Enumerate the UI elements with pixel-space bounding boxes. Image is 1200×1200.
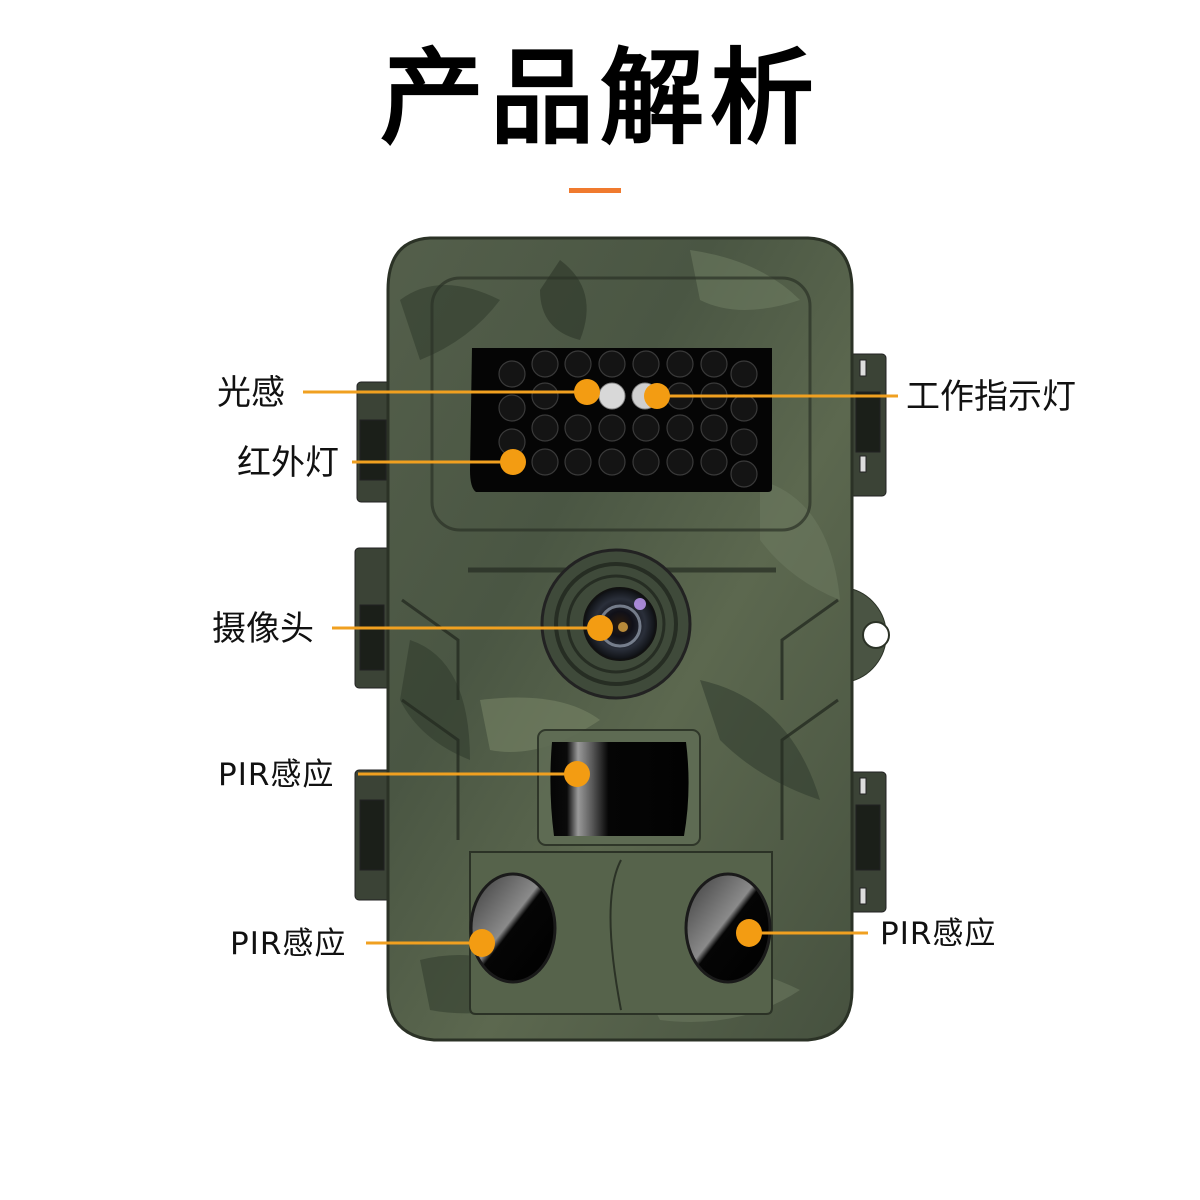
callout-dot-pir-center (564, 761, 590, 787)
label-pir-right: PIR感应 (880, 916, 997, 952)
ir-panel-bezel (430, 276, 812, 532)
left-hinge-mid (354, 547, 392, 689)
label-light-sensor: 光感 (217, 373, 285, 413)
callout-dot-pir-right (736, 919, 762, 947)
pir-left-window (469, 872, 557, 984)
label-status-indicator: 工作指示灯 (906, 377, 1076, 417)
label-camera-lens: 摄像头 (212, 609, 314, 649)
left-hinge-bottom (354, 769, 392, 901)
pir-center-window (550, 742, 689, 836)
page-title: 产品解析 (379, 36, 820, 159)
right-hinge-top (847, 353, 887, 497)
right-mount-ear (847, 587, 890, 683)
label-pir-left: PIR感应 (230, 926, 347, 962)
right-hinge-bottom (847, 771, 887, 913)
callout-dot-ir-lights (500, 449, 526, 475)
left-hinge-top (356, 381, 393, 503)
callout-dot-status (644, 383, 670, 409)
callout-dot-camera (587, 615, 613, 641)
callout-dot-light-sensor (574, 379, 600, 405)
callout-dot-pir-left (469, 929, 495, 957)
label-pir-center: PIR感应 (218, 757, 335, 793)
ir-led-array (498, 350, 758, 488)
title-underline-divider (569, 188, 621, 193)
pir-right-window (684, 872, 772, 984)
label-ir-lights: 红外灯 (237, 443, 339, 483)
